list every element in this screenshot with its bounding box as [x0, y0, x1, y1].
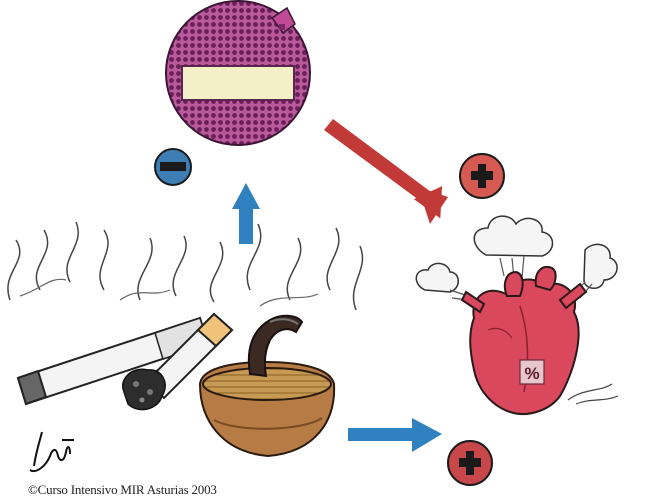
plus-sign-top-icon — [460, 154, 504, 198]
copyright-text: ©Curso Intensivo MIR Asturias 2003 — [28, 482, 217, 498]
receptor-to-heart-arrow — [324, 119, 448, 224]
heart-badge-label: % — [524, 364, 539, 383]
minus-sign-icon — [155, 149, 191, 185]
receptor-disc-icon — [166, 1, 310, 145]
heart-icon — [416, 216, 618, 414]
plus-sign-bottom-icon — [448, 441, 492, 485]
smoking-to-heart-arrow — [348, 418, 442, 452]
smoking-to-receptor-arrow — [232, 183, 260, 244]
signature-icon — [30, 432, 74, 471]
smoking-illustration — [8, 222, 363, 456]
